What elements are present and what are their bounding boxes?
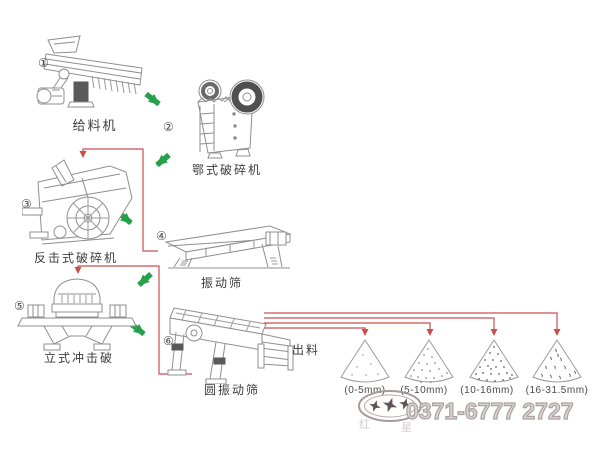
flow-arrow-jaw-to-impact	[155, 152, 171, 168]
step-number-1: ①	[38, 56, 49, 70]
output-line-pile-2	[264, 322, 434, 336]
pile-size-label-4: (16-31.5mm)	[525, 385, 589, 396]
flow-arrow-screen-to-vsi	[137, 271, 153, 288]
impact-crusher-illustration	[22, 159, 133, 245]
output-line-pile-3	[264, 317, 498, 336]
jaw-crusher-label: 鄂式破碎机	[191, 163, 263, 177]
output-label: 出料	[292, 343, 321, 357]
circular-screen-illustration	[167, 307, 294, 384]
impact-crusher-label: 反击式破碎机	[33, 251, 119, 265]
stockpile-cone-2	[404, 339, 454, 383]
logo-watermark	[358, 390, 422, 422]
pile-size-label-1: (0-5mm)	[344, 385, 386, 396]
feeder-illustration	[36, 35, 143, 108]
logo-caption-right: 星	[401, 422, 412, 434]
vibrating-screen-illustration	[164, 225, 292, 269]
jaw-crusher-illustration	[197, 79, 265, 159]
feeder-label: 给料机	[72, 118, 118, 133]
step-number-5: ⑤	[14, 299, 25, 313]
phone-watermark: 0371-6777 2727	[405, 397, 574, 424]
return-line-screen-to-impact-crusher	[79, 148, 158, 252]
output-line-pile-1	[264, 327, 369, 336]
step-number-6: ⑥	[163, 334, 174, 348]
flow-arrow-feeder-to-jaw	[144, 91, 161, 107]
pile-size-label-3: (10-16mm)	[460, 385, 514, 396]
vsi-crusher-illustration	[17, 278, 137, 351]
vibrating-screen-label: 振动筛	[200, 276, 244, 290]
stockpile-cone-1	[340, 339, 390, 383]
circular-screen-label: 圆振动筛	[203, 383, 261, 397]
vsi-crusher-label: 立式冲击破	[43, 351, 115, 365]
step-number-2: ②	[163, 120, 174, 134]
logo-caption-left: 红	[359, 419, 370, 431]
step-number-3: ③	[21, 197, 32, 211]
stockpile-cone-3	[469, 339, 519, 383]
logo-stars-icon	[369, 397, 411, 413]
output-line-pile-4	[264, 312, 561, 336]
stockpile-cone-4	[532, 339, 582, 383]
step-number-4: ④	[156, 229, 167, 243]
pile-size-label-2: (5-10mm)	[400, 385, 448, 396]
